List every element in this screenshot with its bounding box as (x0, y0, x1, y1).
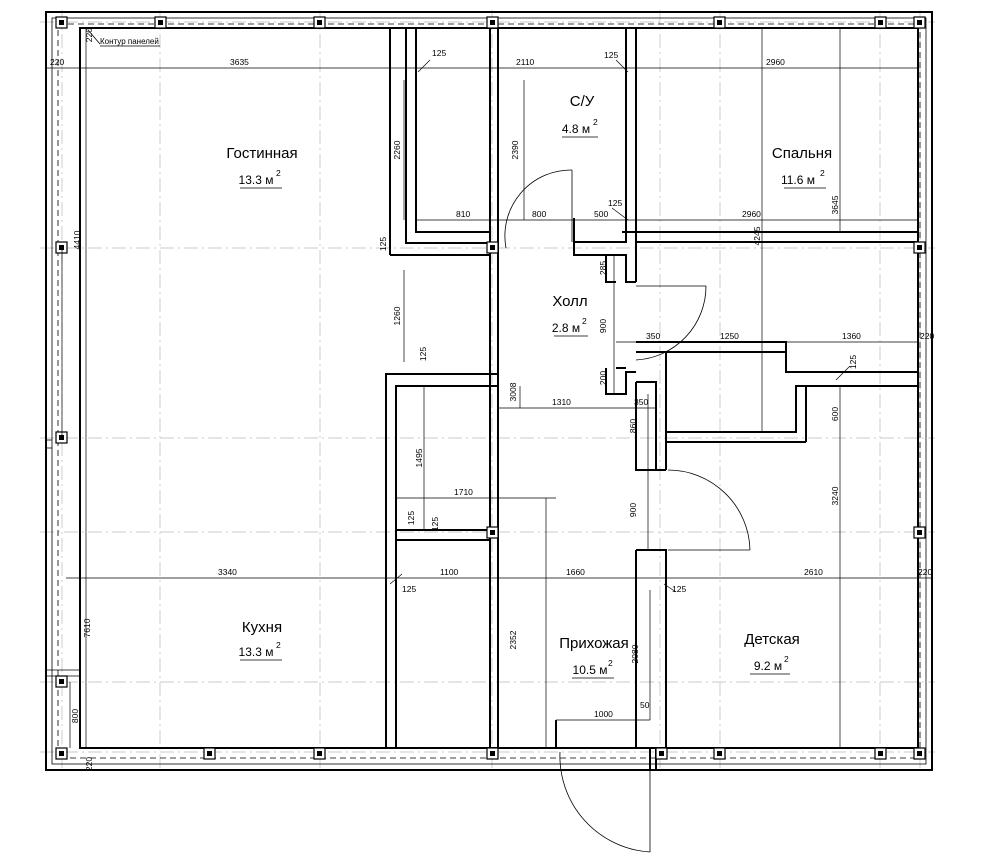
area-sup: 2 (276, 168, 281, 178)
room-kitchen: Кухня 13.3 м 2 (239, 619, 282, 661)
dim-label: 125 (608, 198, 622, 208)
dim-label: 4410 (72, 230, 82, 249)
dim-label: 125 (604, 50, 618, 60)
room-name: Спальня (772, 145, 832, 162)
dim-label: 1000 (594, 709, 613, 719)
room-name: С/У (570, 93, 595, 110)
dim-label: 125 (406, 511, 416, 525)
dim-label: 1360 (842, 331, 861, 341)
dim-label: 125 (848, 355, 858, 369)
dim-label: 2260 (392, 140, 402, 159)
dim-label: 2352 (508, 630, 518, 649)
room-name: Холл (552, 293, 587, 310)
dim-label: 220 (84, 28, 94, 42)
dim-label: 7610 (82, 618, 92, 637)
dim-label: 350 (634, 397, 648, 407)
dim-label: 1495 (414, 448, 424, 467)
dim-label: 3340 (218, 567, 237, 577)
dim-label: 3240 (830, 486, 840, 505)
dim-label: 3645 (830, 195, 840, 214)
dim-label: 1310 (552, 397, 571, 407)
room-name: Прихожая (559, 635, 629, 652)
room-area: 2.8 м (552, 321, 580, 335)
dim-label: 125 (432, 48, 446, 58)
area-sup: 2 (784, 654, 789, 664)
room-name: Детская (744, 631, 800, 648)
area-sup: 2 (820, 168, 825, 178)
dim-label: 125 (378, 237, 388, 251)
panel-contour-note: Контур панелей (100, 37, 159, 46)
dim-label: 1100 (440, 567, 459, 577)
room-bedroom: Спальня 11.6 м 2 (772, 145, 832, 189)
axis-grid (40, 10, 935, 770)
dim-label: 1250 (720, 331, 739, 341)
dim-label: 2610 (804, 567, 823, 577)
dim-label: 810 (456, 209, 470, 219)
room-area: 13.3 м (239, 645, 274, 659)
dim-label: 125 (402, 584, 416, 594)
dimension-labels: 220 3635 125 2110 125 2960 810 800 500 1… (50, 48, 934, 719)
area-sup: 2 (593, 117, 598, 127)
dim-label: 860 (628, 419, 638, 433)
dim-label: 1260 (392, 306, 402, 325)
room-area: 11.6 м (781, 173, 815, 187)
vertical-dimension-labels: 220 2260 2390 4245 3645 4410 125 285 900… (70, 28, 858, 771)
dim-label: 2960 (742, 209, 761, 219)
dim-label: 220 (918, 567, 932, 577)
dim-label: 350 (646, 331, 660, 341)
room-bath: С/У 4.8 м 2 (562, 93, 598, 138)
dim-label: 220 (50, 57, 64, 67)
dim-label: 1710 (454, 487, 473, 497)
room-kids: Детская 9.2 м 2 (744, 631, 800, 675)
room-entry: Прихожая 10.5 м 2 (559, 635, 629, 679)
area-sup: 2 (608, 658, 613, 668)
room-hall: Холл 2.8 м 2 (552, 293, 588, 337)
dim-label: 1660 (566, 567, 585, 577)
note-leader (87, 29, 101, 45)
dim-label: 50 (640, 700, 650, 710)
columns (55, 16, 926, 760)
room-area: 9.2 м (754, 659, 782, 673)
dim-label: 125 (672, 584, 686, 594)
dim-label: 600 (830, 407, 840, 421)
dim-label: 125 (430, 517, 440, 531)
dim-label: 4245 (752, 226, 762, 245)
dim-label: 800 (532, 209, 546, 219)
dim-label: 2390 (510, 140, 520, 159)
area-sup: 2 (276, 640, 281, 650)
door-swings (504, 169, 751, 853)
room-area: 13.3 м (239, 173, 274, 187)
room-name: Кухня (242, 619, 282, 636)
room-area: 10.5 м (573, 663, 608, 677)
dim-label: 900 (628, 503, 638, 517)
dimension-lines (46, 28, 932, 748)
dim-label: 2960 (766, 57, 785, 67)
room-name: Гостинная (226, 145, 297, 162)
dim-label: 125 (418, 347, 428, 361)
dim-label: 220 (84, 757, 94, 771)
dim-label: 3008 (508, 382, 518, 401)
area-sup: 2 (582, 316, 587, 326)
dim-label: 285 (598, 261, 608, 275)
interior-walls (385, 28, 918, 770)
room-area: 4.8 м (562, 122, 590, 136)
dim-label: 900 (598, 319, 608, 333)
dim-label: 500 (594, 209, 608, 219)
room-living: Гостинная 13.3 м 2 (226, 145, 298, 189)
dim-label: 2110 (516, 57, 535, 67)
dim-label: 800 (70, 709, 80, 723)
dim-label: 3635 (230, 57, 249, 67)
dim-label: 220 (920, 331, 934, 341)
dim-label: 2080 (630, 644, 640, 663)
dim-label: 200 (598, 371, 608, 385)
